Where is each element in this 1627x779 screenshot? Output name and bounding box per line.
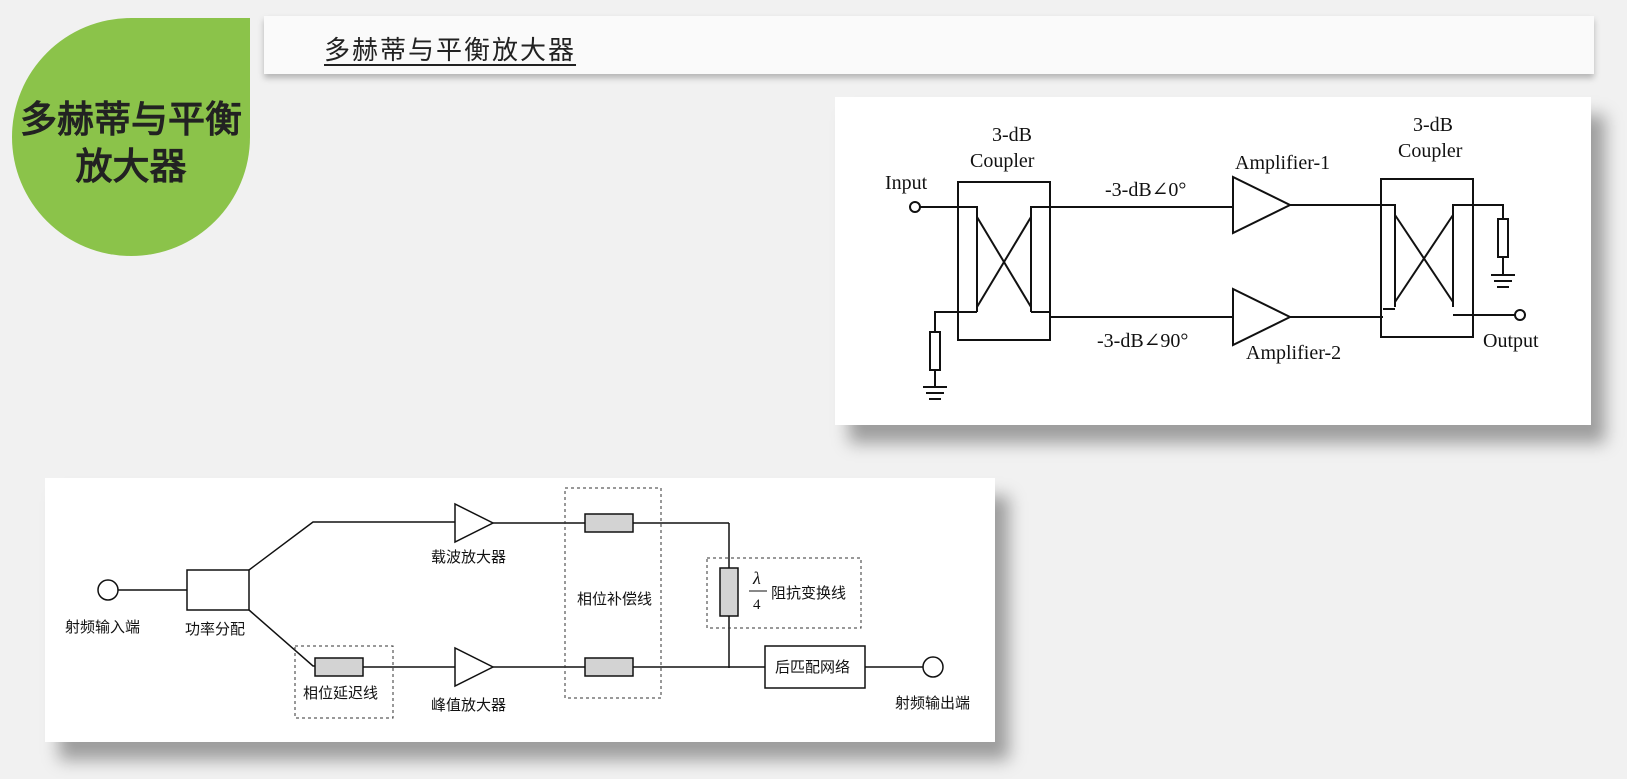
right-coupler bbox=[1380, 178, 1474, 338]
phase-delay-dashed-box bbox=[294, 645, 394, 719]
quarter-denominator: 4 bbox=[753, 597, 761, 613]
output-port bbox=[1514, 309, 1526, 321]
phase-delay-line bbox=[314, 657, 364, 677]
rf-input-label: 射频输入端 bbox=[65, 619, 140, 636]
impedance-dashed-box bbox=[706, 557, 862, 629]
input-port bbox=[909, 201, 921, 213]
phase-comp-line-lower bbox=[584, 657, 634, 677]
impedance-line-label: 阻抗变换线 bbox=[771, 585, 846, 602]
amplifier-1-label: Amplifier-1 bbox=[1235, 152, 1330, 174]
phase-comp-dashed-box bbox=[564, 487, 662, 699]
left-termination-resistor bbox=[929, 331, 941, 371]
amplifier-2-triangle bbox=[1232, 287, 1293, 347]
post-match-label: 后匹配网络 bbox=[775, 659, 850, 676]
amplifier-1-triangle bbox=[1232, 175, 1293, 235]
balanced-diagram-svg: Input 3-dB Coupler -3-dB∠0° -3-dB∠90° Am… bbox=[885, 114, 1539, 400]
amplifier-2-label: Amplifier-2 bbox=[1246, 342, 1341, 364]
lambda-symbol: λ bbox=[752, 568, 761, 588]
phase-delay-label: 相位延迟线 bbox=[303, 685, 378, 702]
phase-comp-label: 相位补偿线 bbox=[577, 591, 652, 608]
path-2-label: -3-dB∠90° bbox=[1097, 330, 1188, 352]
carrier-amplifier-triangle bbox=[454, 502, 495, 544]
left-coupler bbox=[957, 181, 1051, 341]
carrier-amplifier-label: 载波放大器 bbox=[431, 549, 506, 566]
peak-amplifier-label: 峰值放大器 bbox=[431, 697, 506, 714]
rf-output-port bbox=[922, 656, 944, 678]
power-splitter-block bbox=[186, 569, 250, 611]
output-label: Output bbox=[1483, 330, 1539, 352]
left-coupler-label-2: Coupler bbox=[970, 150, 1035, 172]
post-match-network-block bbox=[764, 645, 866, 689]
right-coupler-label-1: 3-dB bbox=[1413, 114, 1453, 136]
badge-title: 多赫蒂与平衡 放大器 bbox=[12, 18, 250, 256]
page-title: 多赫蒂与平衡放大器 bbox=[324, 36, 577, 65]
quarter-wave-line bbox=[719, 567, 739, 617]
path-1-label: -3-dB∠0° bbox=[1105, 179, 1186, 201]
right-termination-resistor bbox=[1497, 218, 1509, 258]
doherty-diagram-svg: 射频输入端 功率分配 载波放大器 峰值放大器 相位延迟线 相位补偿线 λ 4 阻… bbox=[65, 487, 970, 719]
right-coupler-label-2: Coupler bbox=[1398, 140, 1463, 162]
badge-line-1: 多赫蒂与平衡 bbox=[20, 98, 242, 141]
peak-amplifier-triangle bbox=[454, 646, 495, 688]
badge-line-2: 放大器 bbox=[75, 145, 187, 188]
section-badge bbox=[12, 18, 250, 256]
power-split-label: 功率分配 bbox=[185, 621, 245, 638]
rf-input-port bbox=[97, 579, 119, 601]
title-bar: 多赫蒂与平衡放大器 bbox=[264, 16, 1594, 74]
left-coupler-label-1: 3-dB bbox=[992, 124, 1032, 146]
rf-output-label: 射频输出端 bbox=[895, 695, 970, 712]
doherty-amplifier-diagram: 射频输入端 功率分配 载波放大器 峰值放大器 相位延迟线 相位补偿线 λ 4 阻… bbox=[45, 478, 995, 742]
phase-comp-line-upper bbox=[584, 513, 634, 533]
balanced-amplifier-diagram: Input 3-dB Coupler -3-dB∠0° -3-dB∠90° Am… bbox=[835, 97, 1591, 425]
input-label: Input bbox=[885, 172, 928, 194]
